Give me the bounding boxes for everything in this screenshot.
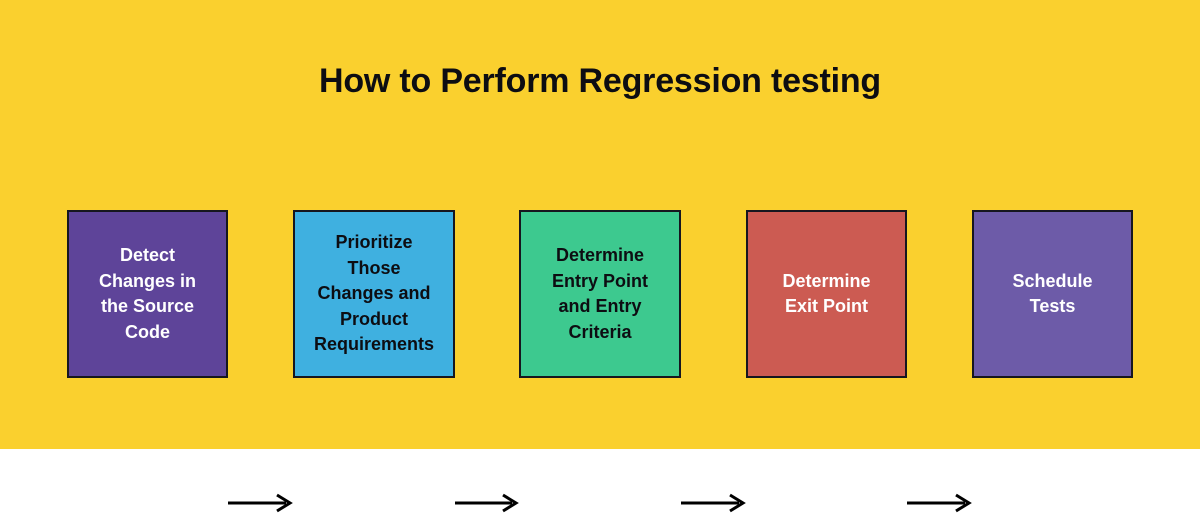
arrow-right-icon: [455, 493, 519, 513]
process-step-4-label: Determine Exit Point: [782, 270, 871, 317]
process-step-5[interactable]: Schedule Tests: [972, 210, 1133, 378]
process-step-2-label: Prioritize Those Changes and Product Req…: [313, 232, 435, 355]
process-flow-row: Detect Changes in the Source Code Priori…: [0, 210, 1200, 513]
arrow-right-icon: [907, 493, 972, 513]
arrow-connector-2-3: [455, 493, 520, 513]
process-step-3[interactable]: Determine Entry Point and Entry Criteria: [519, 210, 681, 378]
arrow-right-icon: [228, 493, 293, 513]
process-step-2[interactable]: Prioritize Those Changes and Product Req…: [293, 210, 455, 378]
arrow-connector-4-5: [907, 493, 973, 513]
page-title: How to Perform Regression testing: [318, 62, 882, 100]
process-step-4[interactable]: Determine Exit Point: [746, 210, 907, 378]
arrow-right-icon: [681, 493, 746, 513]
process-step-3-label: Determine Entry Point and Entry Criteria: [551, 245, 648, 342]
process-step-1-label: Detect Changes in the Source Code: [98, 245, 196, 342]
arrow-connector-3-4: [681, 493, 747, 513]
process-step-5-label: Schedule Tests: [1012, 270, 1093, 317]
process-step-1[interactable]: Detect Changes in the Source Code: [67, 210, 228, 378]
arrow-connector-1-2: [228, 493, 294, 513]
